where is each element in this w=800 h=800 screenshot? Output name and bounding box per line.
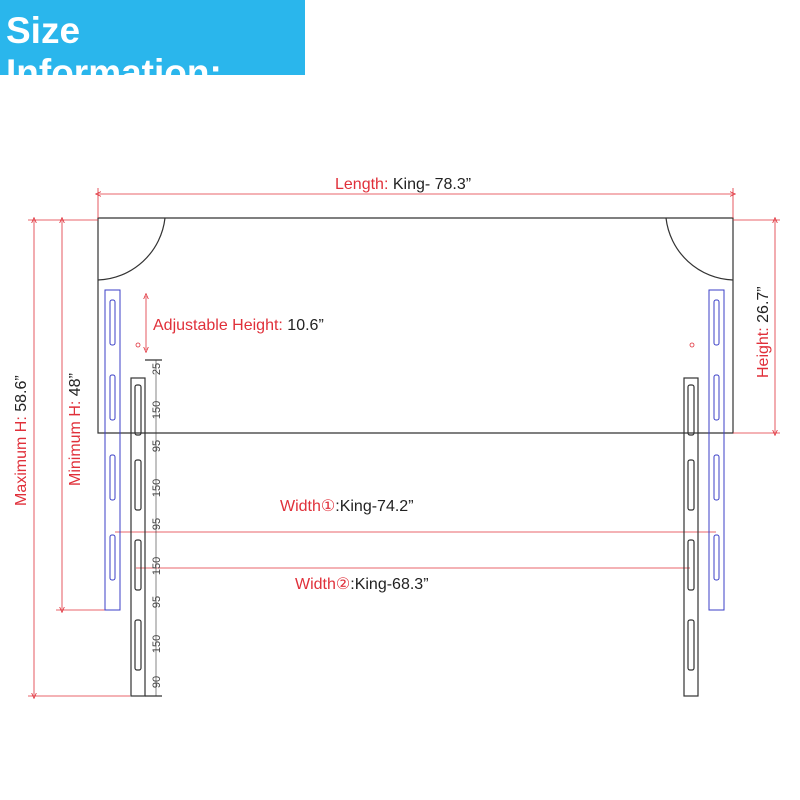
right-bracket: [708, 289, 725, 611]
height-label: Height: 26.7”: [755, 286, 772, 378]
dimension-lines: [28, 188, 780, 696]
title-banner: Size Information:: [0, 0, 305, 93]
left-leg: [130, 359, 162, 697]
width1-label: Width①:King-74.2”: [280, 498, 414, 515]
adjustable-height-label: Adjustable Height: 10.6”: [153, 317, 324, 334]
scale-label: 95: [151, 440, 163, 452]
minimum-h-label: Minimum H: 48”: [67, 373, 84, 486]
scale-label: 25: [151, 363, 163, 375]
scale-label: 150: [151, 557, 163, 575]
left-bracket: [104, 289, 121, 611]
scale-label: 90: [151, 676, 163, 688]
scale-label: 150: [151, 635, 163, 653]
maximum-h-label: Maximum H: 58.6”: [13, 375, 30, 506]
banner-title: Size Information:: [6, 10, 222, 93]
width2-label: Width②:King-68.3”: [295, 576, 429, 593]
scale-label: 95: [151, 518, 163, 530]
length-label: Length: King- 78.3”: [335, 176, 471, 193]
scale-label: 150: [151, 401, 163, 419]
leg-scale: 25 150 95 150 95 150 95 150 90: [151, 363, 163, 688]
right-leg: [683, 377, 699, 697]
scale-label: 150: [151, 479, 163, 497]
scale-label: 95: [151, 596, 163, 608]
